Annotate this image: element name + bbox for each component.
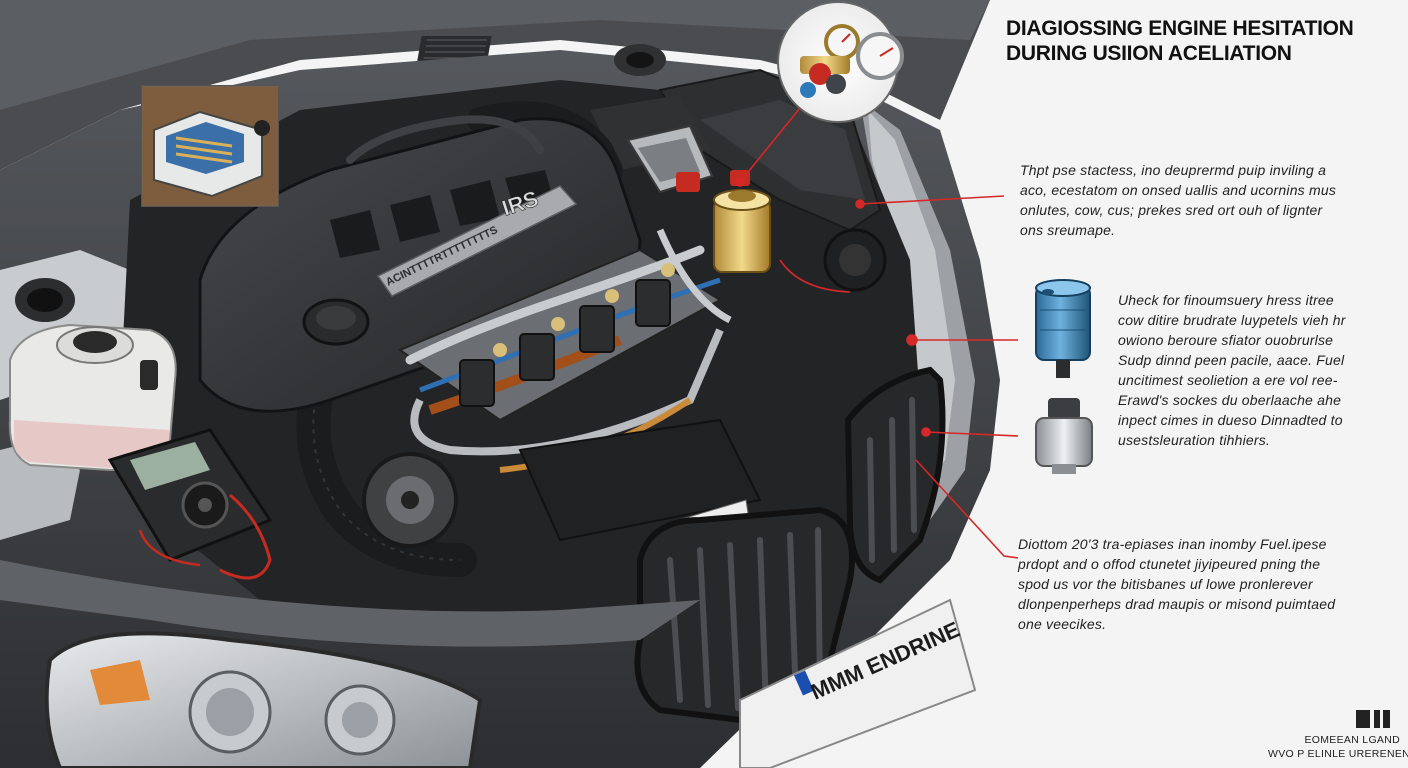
footer-line-2: WVO P ELINLE URERENENT	[1268, 748, 1408, 760]
callout-lines	[735, 107, 1019, 559]
engine-cover	[198, 115, 642, 413]
paragraph-line: Diottom 20'3 tra-epiases inan inomby Fue…	[1018, 536, 1327, 552]
paragraph-line: owiono beroure sfiator ouobrurlse	[1118, 332, 1334, 348]
paragraph-line: usestsleuration tihhiers.	[1118, 432, 1271, 448]
paragraph-line: cow ditire brudrate luypetels vieh hr	[1118, 312, 1346, 328]
alternator	[362, 452, 458, 548]
strut-tower-right	[614, 44, 666, 76]
kidney-grille	[634, 366, 946, 724]
paragraph-line: Erawd's sockes du oberlaache ahe	[1118, 392, 1342, 408]
inset-fuse-box	[141, 85, 279, 207]
fuel-injector-rail	[397, 228, 732, 473]
strut-tower-left	[15, 278, 75, 322]
fuel-pressure-regulator	[676, 170, 771, 273]
footer-line-1: EOMEEAN LGAND	[1304, 734, 1400, 746]
fuel-filter-icon	[1035, 279, 1091, 378]
callout-paragraph-2: Uheck for finoumsuery hress itree cow di…	[1118, 290, 1388, 450]
paragraph-line: Sudp dinnd peen pacile, aace. Fuel	[1118, 352, 1345, 368]
paragraph-line: one veecikes.	[1018, 616, 1107, 632]
footer-logo-icon	[1356, 710, 1390, 728]
callout-paragraph-3: Diottom 20'3 tra-epiases inan inomby Fue…	[1018, 534, 1390, 634]
paragraph-line: dlonpenperheps drad maupis or misond pui…	[1018, 596, 1336, 612]
paragraph-line: ons sreumape.	[1020, 222, 1116, 238]
footer-credit: EOMEEAN LGAND WVO P ELINLE URERENENT	[1268, 733, 1408, 761]
paragraph-line: aco, ecestatom on onsed uallis and ucorn…	[1020, 182, 1337, 198]
callout-paragraph-1: Thpt pse stactess, ino deuprermd puip in…	[1020, 160, 1390, 240]
paragraph-line: Uheck for finoumsuery hress itree	[1118, 292, 1334, 308]
paragraph-line: uncitimest seolietion a ere vol ree-	[1118, 372, 1338, 388]
page-title: DIAGIOSSING ENGINE HESITATION DURING USI…	[1006, 16, 1401, 66]
paragraph-line: inpect cimes in dueso Dinnadted to	[1118, 412, 1343, 428]
title-line-2: DURING USIION ACELIATION	[1006, 42, 1292, 65]
pressure-sensor-icon	[1035, 398, 1093, 474]
license-plate	[739, 598, 977, 768]
title-line-1: DIAGIOSSING ENGINE HESITATION	[1006, 17, 1354, 40]
paragraph-line: spod us vor the bitisbanes uf lowe pronl…	[1018, 576, 1313, 592]
paragraph-line: onlutes, cow, cus; prekes sred ort ouh o…	[1020, 202, 1323, 218]
headlight-left	[44, 631, 483, 768]
inset-fuel-pressure-gauge	[777, 1, 904, 123]
paragraph-line: prdopt and o offod ctunetet jiyipeured p…	[1018, 556, 1321, 572]
paragraph-line: Thpt pse stactess, ino deuprermd puip in…	[1020, 162, 1327, 178]
multimeter	[107, 428, 273, 580]
